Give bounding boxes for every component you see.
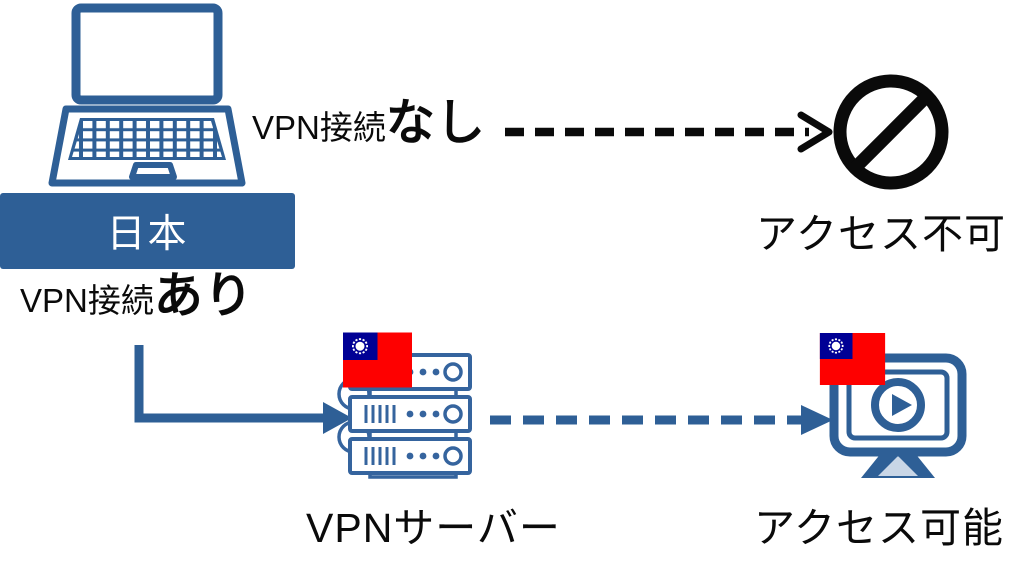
vpn-elbow-arrow	[134, 345, 352, 434]
vpn-server-label: VPNサーバー	[306, 505, 561, 551]
no-vpn-dashed-arrow	[505, 111, 833, 153]
vpn-no-label: VPN接続なし	[252, 99, 486, 148]
laptop-icon	[48, 3, 246, 187]
server-dashed-arrow	[490, 405, 833, 435]
vpn-yes-label: VPN接続あり	[20, 272, 254, 321]
japan-country-label: 日本	[106, 213, 189, 256]
vpn-no-prefix: VPN接続	[252, 109, 386, 146]
vpn-no-emphasis: なし	[385, 96, 486, 150]
taiwan-flag-icon	[819, 333, 886, 385]
vpn-yes-emphasis: あり	[153, 269, 254, 323]
prohibition-icon	[833, 74, 949, 190]
taiwan-flag-icon	[343, 332, 412, 388]
access-allowed-label: アクセス可能	[754, 505, 1004, 551]
vpn-yes-prefix: VPN接続	[20, 282, 154, 319]
japan-country-box: 日本	[0, 193, 295, 269]
access-denied-label: アクセス不可	[756, 211, 1006, 257]
